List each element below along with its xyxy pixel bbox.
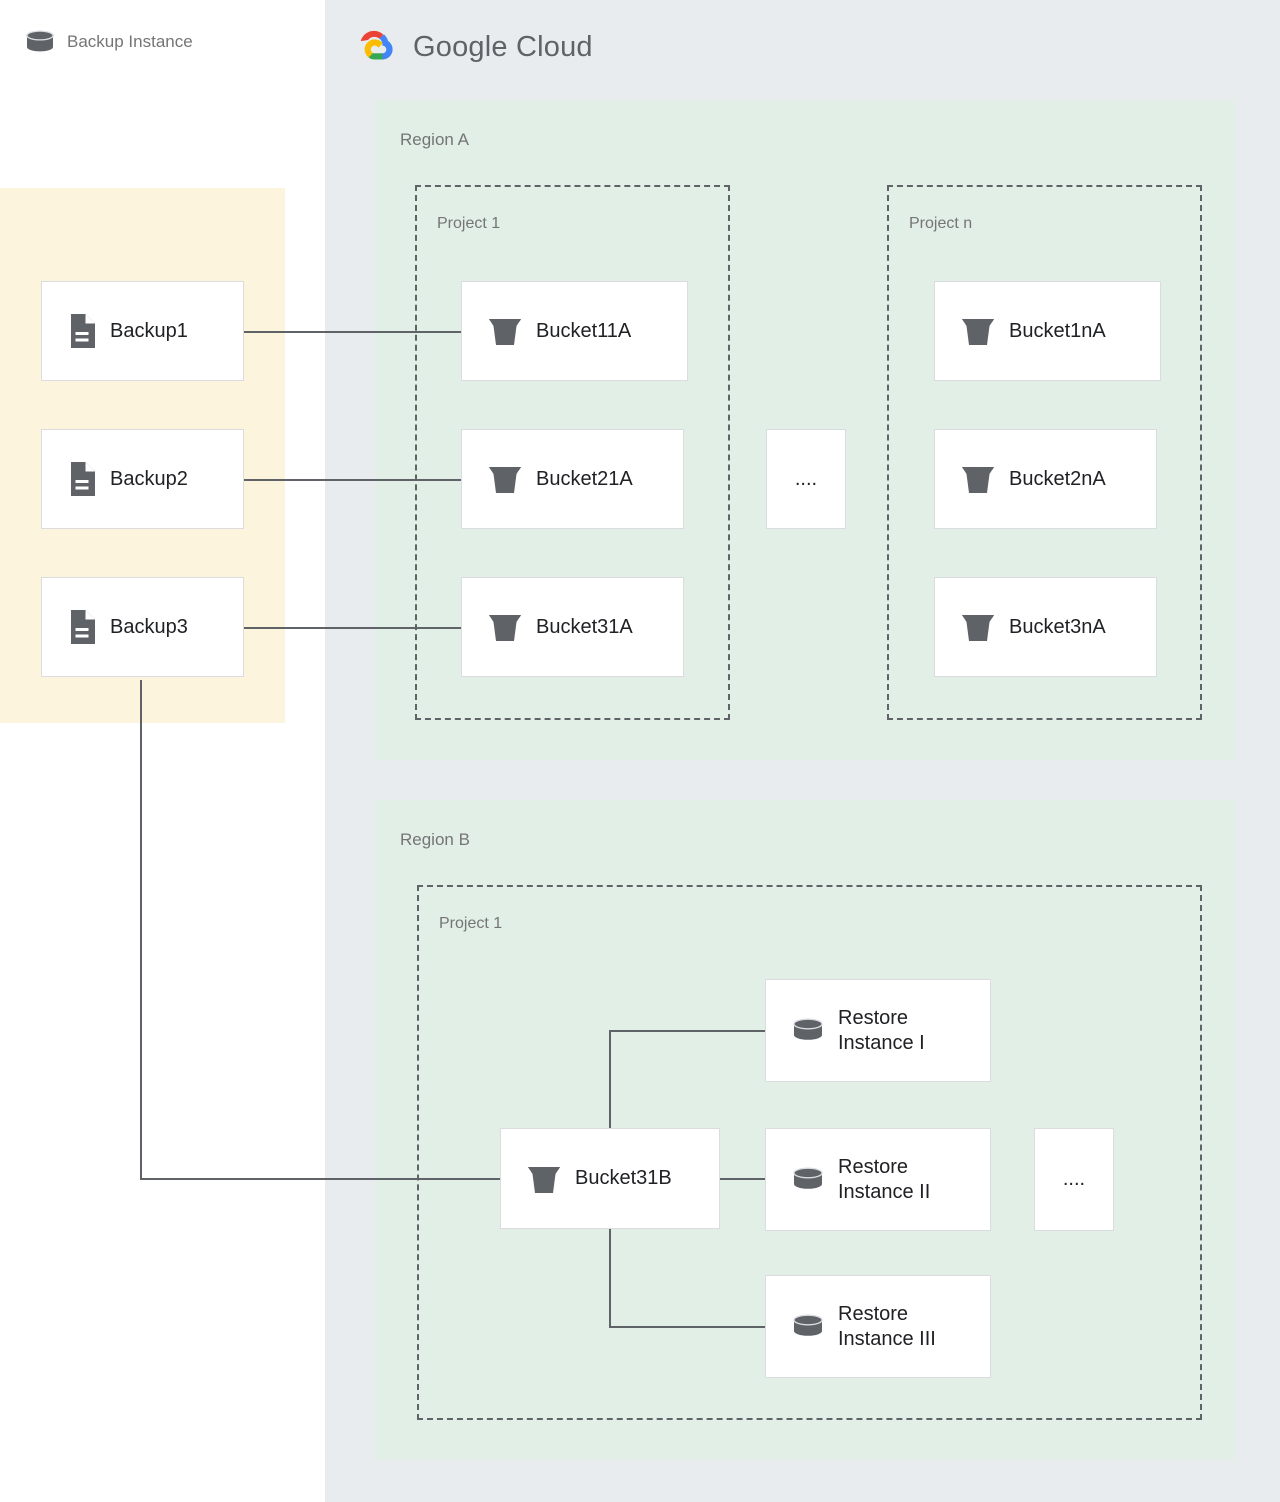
node-backup2-label: Backup2	[110, 467, 188, 490]
connector-bucket31b-restore1-horizontal	[609, 1030, 765, 1032]
node-bucket1na[interactable]: Bucket1nA	[934, 281, 1161, 381]
node-backup3-label: Backup3	[110, 615, 188, 638]
node-bucket2na[interactable]: Bucket2nA	[934, 429, 1157, 529]
logo-word-cloud: Cloud	[515, 30, 593, 63]
node-restore-instance-3-label: Restore Instance III	[838, 1303, 936, 1350]
backup-instance-header: Backup Instance	[25, 30, 193, 54]
google-cloud-logo-text: Google Cloud	[413, 31, 593, 64]
bucket-icon	[489, 467, 521, 493]
region-b-project-1: Project 1	[417, 885, 1202, 1420]
region-a-project-1-label: Project 1	[437, 215, 501, 232]
bucket-icon	[962, 319, 994, 345]
node-bucket3na[interactable]: Bucket3nA	[934, 577, 1157, 677]
node-bucket21a-label: Bucket21A	[536, 467, 633, 490]
connector-backup1-bucket11a	[243, 331, 461, 333]
connector-backup3-bucket31b-horizontal	[140, 1178, 501, 1180]
bucket-icon	[489, 319, 521, 345]
connector-backup2-bucket21a	[243, 479, 461, 481]
node-bucket21a[interactable]: Bucket21A	[461, 429, 684, 529]
node-bucket31a[interactable]: Bucket31A	[461, 577, 684, 677]
node-bucket31b[interactable]: Bucket31B	[500, 1128, 720, 1229]
node-restore-instance-2[interactable]: Restore Instance II	[765, 1128, 991, 1231]
node-bucket3na-label: Bucket3nA	[1009, 615, 1106, 638]
document-icon	[71, 462, 95, 496]
region-a-project-n-label: Project n	[909, 215, 973, 232]
google-cloud-logo-icon	[360, 30, 393, 60]
database-icon	[793, 1017, 823, 1040]
ellipsis-label: ....	[1062, 1168, 1086, 1191]
backup-instance-title: Backup Instance	[67, 32, 193, 51]
node-bucket11a-label: Bucket11A	[536, 319, 632, 342]
bucket-icon	[528, 1166, 560, 1193]
node-restore-instance-3[interactable]: Restore Instance III	[765, 1275, 991, 1378]
region-a-project-1: Project 1	[415, 185, 730, 720]
connector-backup3-bucket31a	[243, 627, 461, 629]
node-restore-instance-2-label: Restore Instance II	[838, 1156, 931, 1203]
database-icon	[26, 30, 54, 52]
region-b-project-1-label: Project 1	[439, 915, 503, 932]
region-a-label: Region A	[400, 130, 469, 149]
document-icon	[71, 610, 95, 644]
node-ellipsis-region-a: ....	[766, 429, 846, 529]
node-backup1[interactable]: Backup1	[41, 281, 244, 381]
connector-bucket31b-restore2-horizontal	[720, 1178, 765, 1180]
node-ellipsis-region-b: ....	[1034, 1128, 1114, 1231]
node-backup3[interactable]: Backup3	[41, 577, 244, 677]
node-bucket31b-label: Bucket31B	[575, 1167, 672, 1190]
node-backup1-label: Backup1	[110, 319, 188, 342]
connector-backup3-bucket31b-vertical	[140, 680, 142, 1180]
database-icon	[793, 1166, 823, 1189]
document-icon	[71, 314, 95, 348]
ellipsis-label: ....	[794, 467, 818, 490]
node-restore-instance-1[interactable]: Restore Instance I	[765, 979, 991, 1082]
database-icon	[793, 1313, 823, 1336]
node-bucket31a-label: Bucket31A	[536, 615, 633, 638]
connector-bucket31b-restore3-horizontal	[609, 1326, 765, 1328]
region-a-project-n: Project n	[887, 185, 1202, 720]
node-backup2[interactable]: Backup2	[41, 429, 244, 529]
region-b-label: Region B	[400, 830, 470, 849]
bucket-icon	[489, 615, 521, 641]
google-cloud-logo: Google Cloud	[355, 28, 593, 66]
node-bucket11a[interactable]: Bucket11A	[461, 281, 688, 381]
bucket-icon	[962, 615, 994, 641]
bucket-icon	[962, 467, 994, 493]
connector-bucket31b-restore3-vertical	[609, 1228, 611, 1328]
node-bucket1na-label: Bucket1nA	[1009, 319, 1106, 342]
node-restore-instance-1-label: Restore Instance I	[838, 1007, 925, 1054]
connector-bucket31b-restore1-vertical	[609, 1030, 611, 1130]
logo-word-google: Google	[413, 30, 508, 63]
node-bucket2na-label: Bucket2nA	[1009, 467, 1106, 490]
